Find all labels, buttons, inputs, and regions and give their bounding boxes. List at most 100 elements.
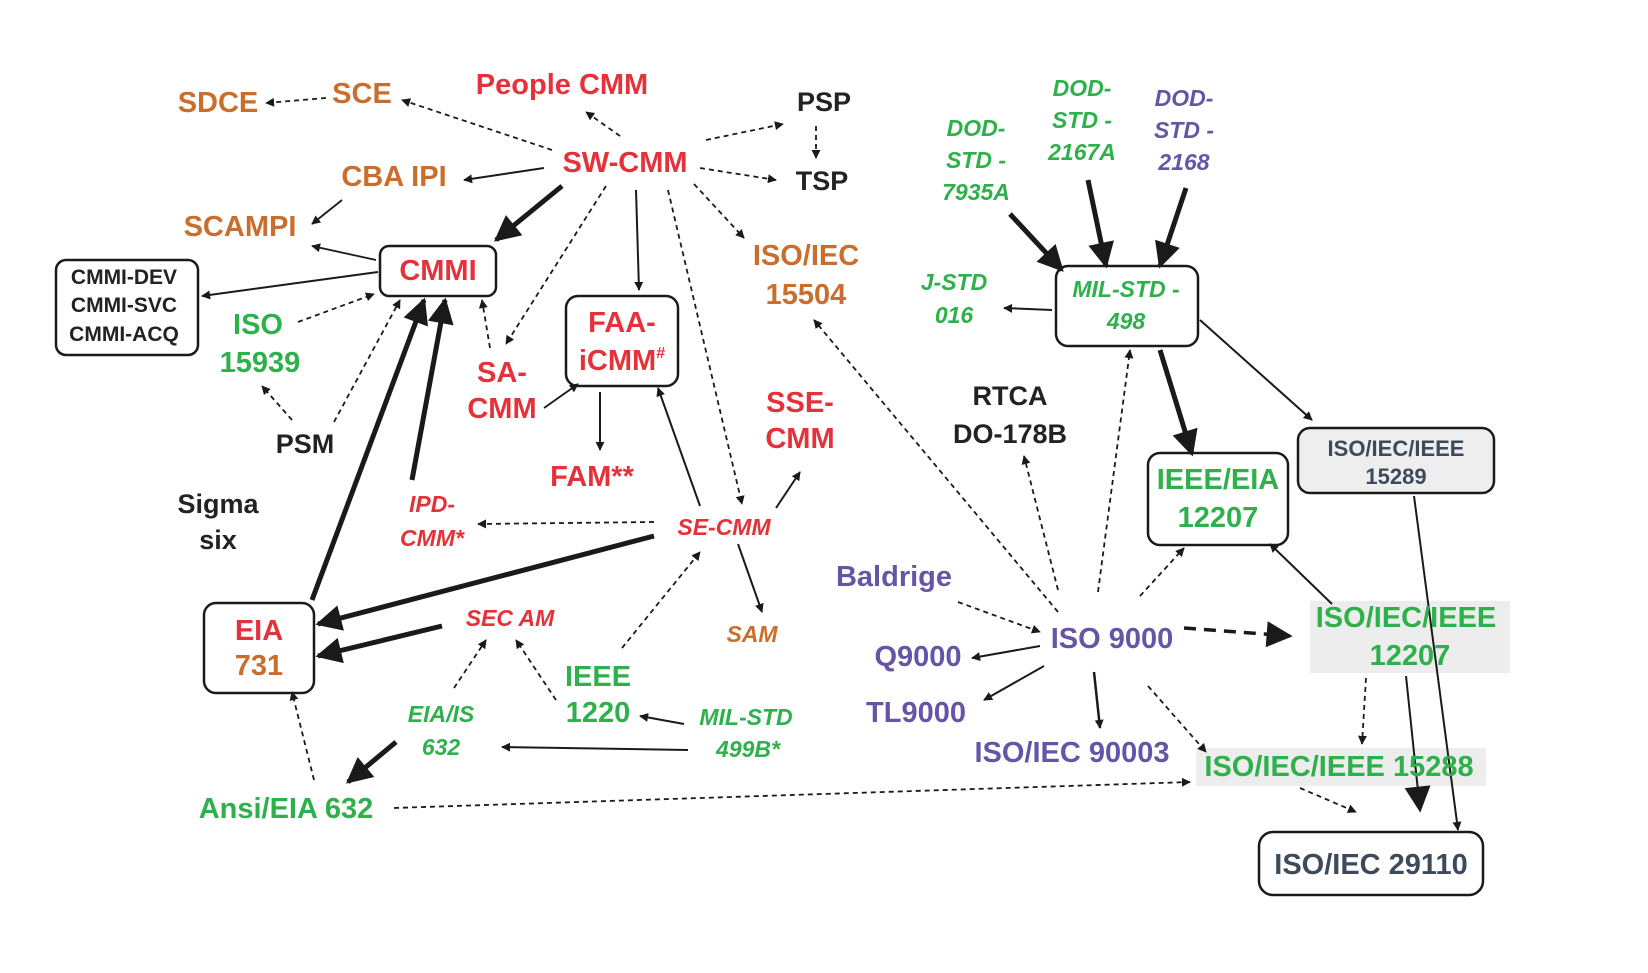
edge-baldrige-to-iso9000 — [957, 601, 1041, 634]
node-faa-icmm-line2: iCMM# — [579, 345, 665, 377]
node-dod-7935a-line1: DOD- — [947, 115, 1006, 141]
node-sam: SAM — [726, 621, 778, 647]
node-sw-cmm: SW-CMM — [562, 147, 687, 179]
node-eia-731-line2: 731 — [235, 650, 283, 682]
node-ansi-eia-632: Ansi/EIA 632 — [199, 793, 374, 825]
node-sce: SCE — [332, 78, 392, 110]
node-sa-cmm-line2: CMM — [467, 393, 536, 425]
node-sse-cmm-line1: SSE- — [766, 387, 834, 419]
node-ieee-1220-line1: IEEE — [565, 661, 631, 693]
node-sigma-six-line2: six — [199, 525, 237, 555]
node-iso-iec-29110: ISO/IEC 29110 — [1274, 849, 1467, 881]
node-iso-9000: ISO 9000 — [1051, 623, 1174, 655]
edge-milstd498-to-ieeeeia12207 — [1157, 349, 1198, 457]
node-dod-2167a-line3: 2167A — [1047, 139, 1116, 165]
node-fam: FAM** — [550, 461, 635, 493]
edge-isoiecieee12207-to-29110 — [1404, 675, 1431, 813]
node-cmmi-dev: CMMI-DEV — [71, 266, 177, 289]
edge-iso9000-to-iso90003 — [1092, 671, 1104, 729]
edge-iso9000-to-milstd498 — [1097, 349, 1134, 593]
node-psp: PSP — [797, 87, 851, 117]
edge-swcmm-to-cmmi — [493, 184, 564, 242]
iso-iec-ieee-12207-shade — [1310, 601, 1510, 673]
edge-ieee1220-to-secam — [515, 639, 557, 701]
node-mil-std-499b-line1: MIL-STD — [699, 704, 792, 730]
node-sdce: SDCE — [178, 87, 259, 119]
node-iso-iec-15504-line1: ISO/IEC — [753, 240, 859, 272]
edge-dod2167a-to-milstd498 — [1085, 179, 1114, 269]
node-q9000: Q9000 — [874, 641, 961, 673]
edge-15288-to-29110 — [1299, 787, 1357, 813]
cmmi-box — [378, 244, 498, 298]
node-rtca-line1: RTCA — [973, 381, 1048, 411]
node-dod-7935a-line3: 7935A — [942, 179, 1010, 205]
iso-iec-ieee-15288-shade — [1196, 748, 1486, 786]
node-sec-am: SEC AM — [466, 605, 555, 631]
edge-sce-to-sdce — [265, 97, 327, 107]
edge-swcmm-to-cbaipi — [463, 167, 545, 184]
edge-ieee1220-to-secmm — [621, 551, 701, 649]
edge-ipdcmm-to-cmmi — [409, 297, 454, 481]
edge-15289-to-29110 — [1413, 495, 1462, 831]
edge-eiais632-to-ansieia632 — [346, 740, 398, 784]
node-iso-iec-90003: ISO/IEC 90003 — [974, 737, 1169, 769]
edge-swcmm-to-isoiec15504 — [693, 183, 745, 239]
node-dod-2168-line1: DOD- — [1155, 85, 1214, 111]
node-iso-iec-15504-line2: 15504 — [766, 279, 847, 311]
node-iso-iec-ieee-15289-line2: 15289 — [1365, 464, 1426, 489]
edge-iso9000-to-isoiec15504 — [813, 319, 1059, 613]
node-people-cmm: People CMM — [476, 69, 648, 101]
mil-std-498-box — [1054, 264, 1200, 348]
edge-isoiecieee12207-to-15288 — [1357, 677, 1367, 745]
node-ieee-eia-12207-line1: IEEE/EIA — [1157, 464, 1280, 496]
node-iso-15939-line1: ISO — [233, 309, 283, 341]
node-cmmi-svc: CMMI-SVC — [71, 294, 177, 317]
node-sa-cmm-line1: SA- — [477, 357, 527, 389]
node-dod-2167a-line1: DOD- — [1053, 75, 1112, 101]
edge-iso9000-to-ieeeeia12207 — [1139, 547, 1185, 597]
node-rtca-line2: DO-178B — [953, 419, 1067, 449]
node-cba-ipi: CBA IPI — [341, 161, 446, 193]
node-dod-2168-line2: STD - — [1154, 117, 1214, 143]
node-ipd-cmm-line2: CMM* — [400, 525, 465, 551]
edge-swcmm-to-tsp — [699, 167, 777, 184]
edge-iso9000-to-rtca — [1021, 455, 1059, 591]
faa-icmm-box — [564, 294, 680, 388]
cmmi-variants-box — [54, 258, 200, 357]
edge-secmm-to-faaicmm — [656, 387, 701, 507]
edge-ansieia632-to-eia731 — [289, 691, 315, 781]
edge-iso9000-to-isoiecieee12207 — [1183, 621, 1293, 648]
node-scampi: SCAMPI — [184, 211, 297, 243]
edge-swcmm-to-sacmm — [505, 185, 607, 345]
edge-dod7935a-to-milstd498 — [1008, 212, 1064, 272]
node-eia-731-line1: EIA — [235, 615, 283, 647]
node-sse-cmm-line2: CMM — [765, 423, 834, 455]
edge-cmmi-to-scampi — [311, 243, 377, 261]
node-iso-iec-ieee-15288: ISO/IEC/IEEE 15288 — [1204, 751, 1473, 783]
node-dod-2168-line3: 2168 — [1157, 149, 1209, 175]
edges — [201, 97, 1462, 831]
edge-iso15939-to-cmmi — [297, 292, 375, 323]
edge-eia731-to-cmmi — [309, 297, 428, 601]
node-tsp: TSP — [796, 166, 849, 196]
eia-731-box — [202, 601, 316, 695]
edge-secam-to-eia731 — [315, 623, 443, 664]
edge-swcmm-to-faaicmm — [634, 189, 644, 291]
edge-secmm-to-ipdcmm — [477, 519, 655, 529]
edge-swcmm-to-peoplecmm — [585, 111, 621, 137]
node-j-std-016-line1: J-STD — [921, 269, 987, 295]
edge-secmm-to-sam — [737, 543, 764, 613]
edge-milstd498-to-jstd016 — [1003, 303, 1053, 313]
node-iso-iec-ieee-12207-line1: ISO/IEC/IEEE — [1316, 602, 1497, 634]
node-ieee-eia-12207-line2: 12207 — [1178, 502, 1259, 534]
node-sigma-six-line1: Sigma — [177, 489, 259, 519]
edge-iso9000-to-tl9000 — [983, 665, 1045, 701]
edge-milstd499b-to-eiais632 — [501, 742, 689, 752]
node-boxes — [54, 244, 1510, 897]
edge-iso9000-to-15288 — [1147, 685, 1207, 753]
node-ipd-cmm-line1: IPD- — [409, 491, 455, 517]
edge-milstd498-to-15289 — [1199, 319, 1313, 421]
node-iso-iec-ieee-12207-line2: 12207 — [1370, 640, 1451, 672]
edge-sacmm-to-cmmi — [478, 299, 491, 349]
